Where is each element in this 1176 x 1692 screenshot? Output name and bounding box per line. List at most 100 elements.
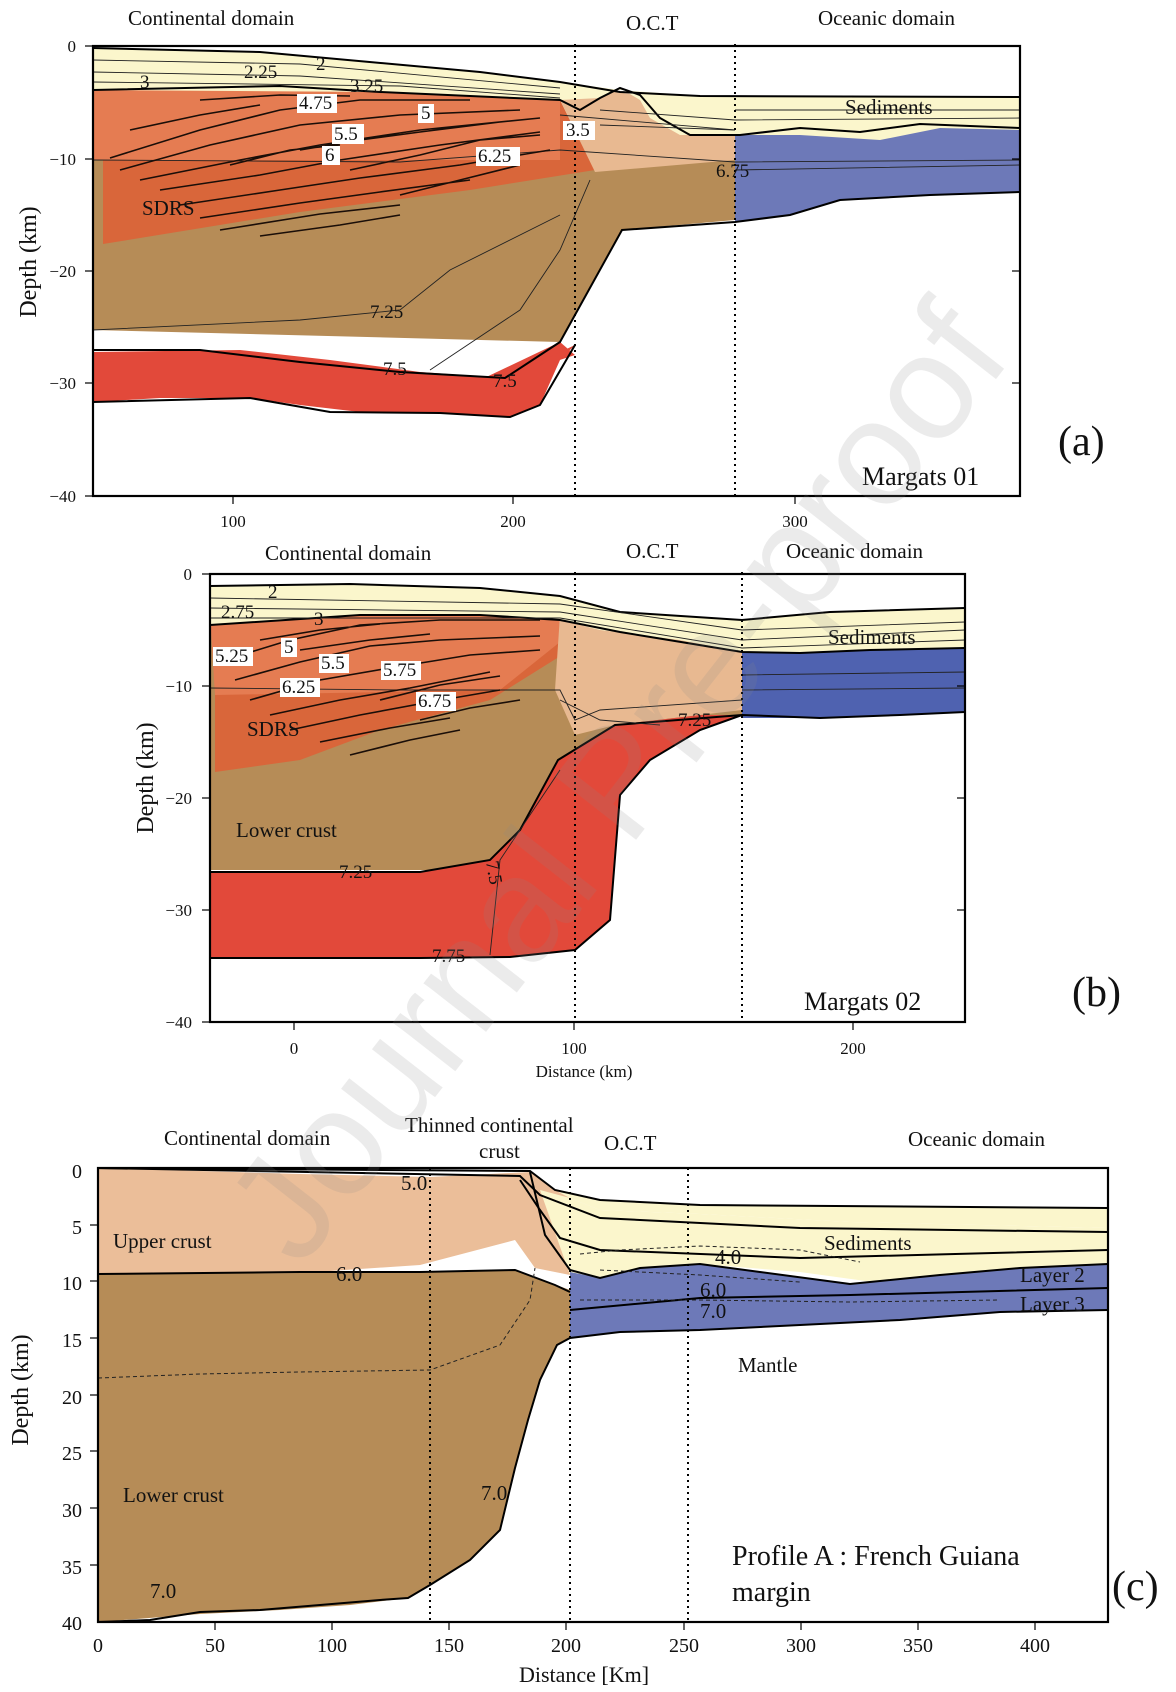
vel-a-5: 5 <box>421 103 431 124</box>
upper-crust-b <box>210 615 575 695</box>
ytick-b-3: −30 <box>165 901 192 920</box>
ytick-c-3: 15 <box>62 1330 82 1352</box>
ytick-c-1: 5 <box>72 1217 82 1239</box>
unit-sediments-b: Sediments <box>828 625 916 649</box>
xtick-c-7: 350 <box>903 1635 933 1657</box>
oceanic-crust-a <box>735 125 1020 222</box>
vel-b-6-75: 6.75 <box>418 691 451 712</box>
header-continental-c: Continental domain <box>164 1126 331 1150</box>
vel-a-6: 6 <box>325 145 335 166</box>
header-continental-b: Continental domain <box>265 541 432 565</box>
ytick-c-0: 0 <box>72 1161 82 1183</box>
vel-c-7-0-slope: 7.0 <box>481 1481 507 1505</box>
sediment-lines-b <box>209 597 966 691</box>
xlabel-c: Distance [Km] <box>519 1662 649 1687</box>
unit-layer2-c: Layer 2 <box>1020 1263 1085 1287</box>
profile-name-a: Margats 01 <box>862 462 979 491</box>
unit-upper-crust-c: Upper crust <box>113 1229 212 1253</box>
unit-lower-crust-b: Lower crust <box>236 818 337 842</box>
xtick-c-5: 250 <box>669 1635 699 1657</box>
axis-ticks-c <box>90 1224 1036 1630</box>
header-oct-a: O.C.T <box>626 11 679 35</box>
vel-a-6-25: 6.25 <box>478 146 511 167</box>
ytick-a-0: 0 <box>68 37 77 56</box>
vel-c-7-0-oct: 7.0 <box>700 1299 726 1323</box>
sed-layer-c <box>97 1167 1109 1233</box>
seafloor-a <box>92 47 1021 98</box>
vel-b-7-25-right: 7.25 <box>678 710 711 731</box>
sed-base-a <box>92 84 1021 136</box>
xtick-c-0: 0 <box>93 1635 103 1657</box>
profile-name-c-line1: Profile A : French Guiana <box>732 1541 1020 1572</box>
velocity-labels-b: 2 2.75 3 5.25 5 5.5 5.75 6.25 6.75 7.25 … <box>213 582 711 967</box>
ytick-c-4: 20 <box>62 1387 82 1409</box>
panel-b-boundaries <box>209 582 966 959</box>
panel-c-geology <box>98 1168 1108 1622</box>
red-body-b <box>210 715 742 958</box>
oceanic-layer-base-c <box>569 1287 1109 1311</box>
vel-c-6-0-left: 6.0 <box>336 1262 362 1286</box>
velocity-labels-c: 5.0 6.0 4.0 6.0 7.0 7.0 7.0 <box>150 1171 741 1603</box>
sed-base-b <box>209 614 966 655</box>
unit-sediments-a: Sediments <box>845 95 933 119</box>
xtick-c-4: 200 <box>551 1635 581 1657</box>
xtick-c-6: 300 <box>786 1635 816 1657</box>
oceanic-crust-b <box>742 648 965 718</box>
ytick-b-4: −40 <box>165 1013 192 1032</box>
vel-b-7-75: 7.75 <box>432 946 465 967</box>
ytick-b-1: −10 <box>165 677 192 696</box>
vel-b-5-25: 5.25 <box>215 646 248 667</box>
panel-b: Continental domain O.C.T Oceanic domain … <box>133 539 1121 1081</box>
panel-label-b: (b) <box>1072 970 1121 1016</box>
ytick-a-1: −10 <box>49 150 76 169</box>
moho-a <box>93 191 1021 380</box>
xtick-b-2: 200 <box>840 1039 866 1058</box>
panel-c-boundaries <box>97 1167 1109 1623</box>
axis-ticks-a <box>85 45 1020 504</box>
ylabel-c: Depth (km) <box>8 1334 34 1445</box>
xtick-a-1: 200 <box>500 512 526 531</box>
vel-a-7-25: 7.25 <box>370 302 403 323</box>
ytick-b-0: 0 <box>184 565 193 584</box>
vel-a-3-5: 3.5 <box>566 120 590 141</box>
vel-a-6-75: 6.75 <box>716 161 749 182</box>
ytick-b-2: −20 <box>165 789 192 808</box>
vel-c-5-0: 5.0 <box>401 1171 427 1195</box>
vel-b-6-25: 6.25 <box>282 677 315 698</box>
vel-a-2: 2 <box>316 54 326 75</box>
panel-label-a: (a) <box>1058 419 1105 465</box>
vel-b-2-75: 2.75 <box>221 602 254 623</box>
vel-b-7-25-left: 7.25 <box>339 862 372 883</box>
moho-c <box>97 1309 1109 1623</box>
upper-crust-c <box>98 1168 570 1275</box>
vel-b-7-5: 7.5 <box>481 859 506 886</box>
velocity-contours-a <box>92 114 1021 371</box>
header-thinned-c: Thinned continental <box>405 1113 574 1137</box>
header-continental-a: Continental domain <box>128 6 295 30</box>
ytick-c-7: 35 <box>62 1557 82 1579</box>
panel-label-c: (c) <box>1112 1564 1159 1610</box>
upper-lower-crust-c <box>97 1268 571 1293</box>
velocity-contours-b <box>209 687 743 956</box>
red-base-a <box>92 344 576 419</box>
axis-ticks-b <box>202 573 965 1030</box>
vel-b-2: 2 <box>268 582 278 603</box>
ytick-c-5: 25 <box>62 1443 82 1465</box>
unit-sdrs-a: SDRS <box>142 196 195 220</box>
header-oceanic-c: Oceanic domain <box>908 1127 1046 1151</box>
seafloor-c <box>97 1167 1109 1209</box>
ylabel-b: Depth (km) <box>133 722 159 833</box>
dashed-contour-oct-c <box>579 1245 1001 1303</box>
vel-b-5-5: 5.5 <box>321 653 345 674</box>
vel-b-3: 3 <box>314 609 324 630</box>
xtick-b-1: 100 <box>561 1039 587 1058</box>
ytick-a-3: −30 <box>49 374 76 393</box>
vel-a-5-5: 5.5 <box>334 124 358 145</box>
dashed-contour-lower-c <box>97 1267 536 1379</box>
header-oct-b: O.C.T <box>626 539 679 563</box>
moho-b <box>210 711 966 873</box>
unit-sediments-c: Sediments <box>824 1231 912 1255</box>
xtick-c-2: 100 <box>317 1635 347 1657</box>
panel-a: Continental domain O.C.T Oceanic domain … <box>16 6 1105 531</box>
